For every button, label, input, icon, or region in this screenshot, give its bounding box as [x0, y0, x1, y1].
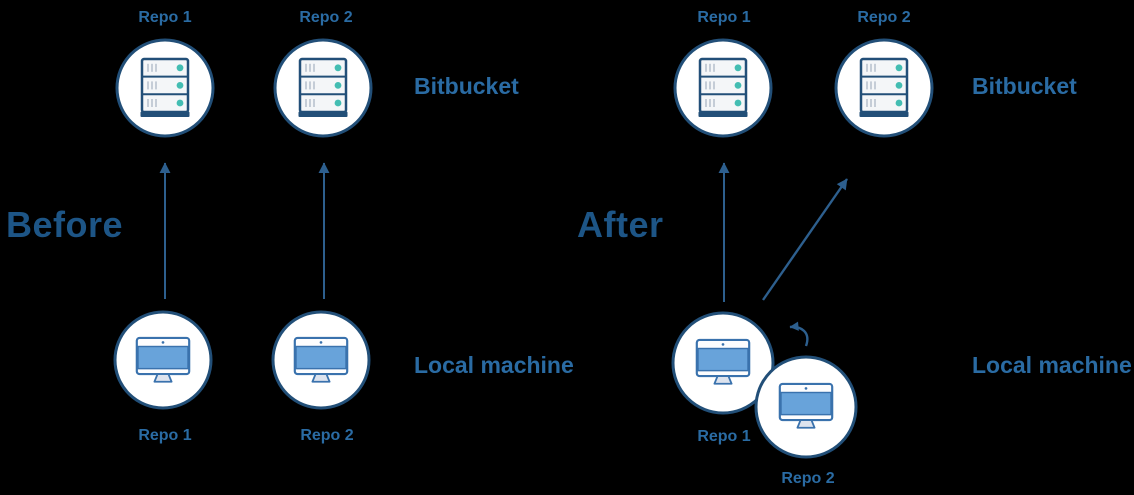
local-repo2-label-after: Repo 2 — [781, 470, 835, 487]
bitbucket-label-after: Bitbucket — [972, 73, 1077, 99]
remote-repo1-label-before: Repo 1 — [138, 9, 192, 26]
local-repo1-label-before: Repo 1 — [138, 427, 192, 444]
bitbucket-label-before: Bitbucket — [414, 73, 519, 99]
local-repo2-label-before: Repo 2 — [300, 427, 354, 444]
remote-repo2-label-after: Repo 2 — [857, 9, 911, 26]
remote-repo2-label-before: Repo 2 — [299, 9, 353, 26]
curved-arrow-icon — [789, 321, 809, 347]
local-repo1-label-after: Repo 1 — [697, 428, 751, 445]
after-section — [671, 38, 934, 459]
local-machine-label-before: Local machine — [414, 352, 574, 378]
server-icon — [297, 57, 349, 119]
local-machine-label-after: Local machine — [972, 352, 1132, 378]
after-title: After — [577, 204, 664, 245]
server-icon — [858, 57, 910, 119]
server-icon — [139, 57, 191, 119]
server-icon — [697, 57, 749, 119]
remote-repo1-label-after: Repo 1 — [697, 9, 751, 26]
before-section — [113, 38, 373, 410]
push-arrow-repo2-after — [762, 178, 848, 301]
before-title: Before — [6, 204, 124, 245]
